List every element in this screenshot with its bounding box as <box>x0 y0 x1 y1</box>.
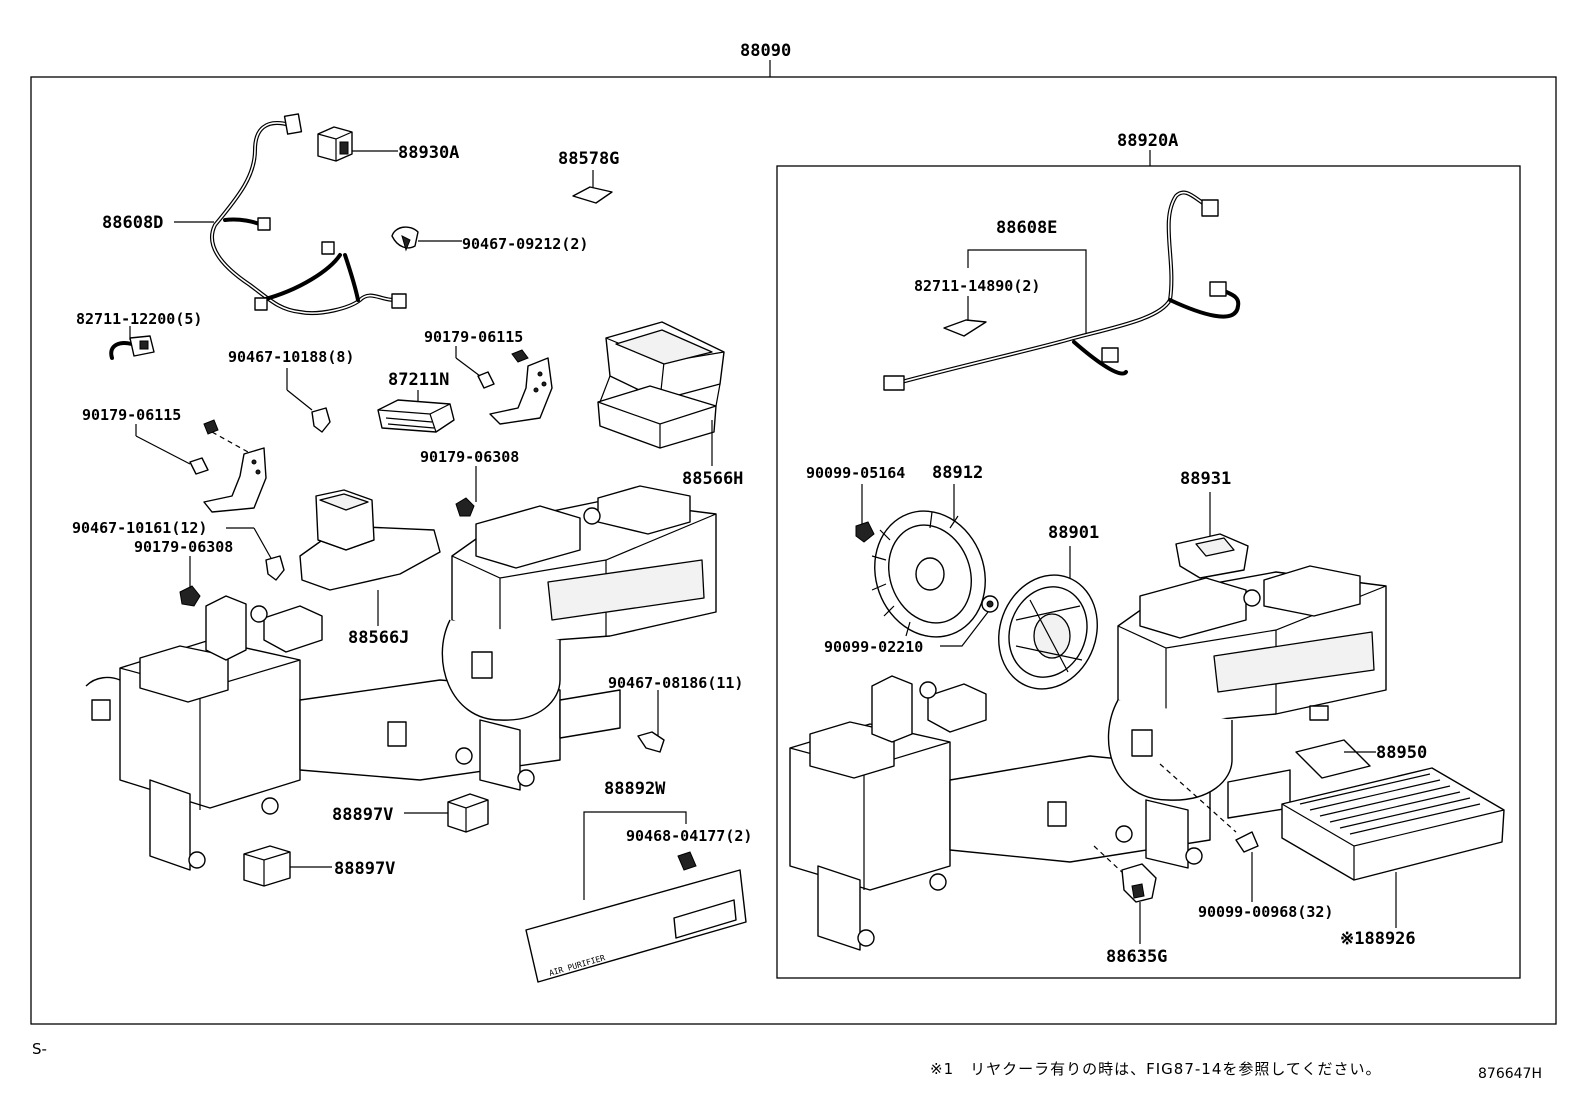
part-88931 <box>1175 533 1249 579</box>
assembly-frame <box>30 76 1557 1025</box>
clip-90467-10188 <box>311 407 331 433</box>
pad-88578G <box>572 186 613 204</box>
page-code: S- <box>32 1040 47 1058</box>
label-88578G: 88578G <box>558 149 619 169</box>
connector-82711-12200 <box>109 335 155 360</box>
nut-90099-05164 <box>855 521 875 543</box>
block-88930A <box>317 126 353 162</box>
nut-90179-06308-lower <box>179 585 201 607</box>
screw-90099-00968 <box>1235 831 1259 853</box>
assembly-label: 88090 <box>740 41 791 61</box>
label-88608D: 88608D <box>102 213 163 233</box>
label-90468-04177: 90468-04177(2) <box>626 827 752 845</box>
label-90467-10161: 90467-10161(12) <box>72 519 207 537</box>
blower-group-frame <box>776 165 1521 979</box>
label-90179-06115-left: 90179-06115 <box>82 406 181 424</box>
label-88608E: 88608E <box>996 218 1057 238</box>
wire-harness-88608D <box>209 113 407 316</box>
footnote: ※1 リヤクーラ有りの時は、FIG87-14を参照してください。 <box>930 1060 1382 1078</box>
label-88566J: 88566J <box>348 628 409 648</box>
wire-harness-88608E <box>883 190 1241 391</box>
label-87211N: 87211N <box>388 370 449 390</box>
filter-87211N <box>377 399 455 433</box>
fan-88912 <box>871 510 986 638</box>
clip-90467-09212 <box>391 226 419 252</box>
duct-88566J <box>299 489 441 591</box>
label-88897V-lower: 88897V <box>334 859 395 879</box>
clip-90467-08186 <box>637 731 665 753</box>
label-90099-05164: 90099-05164 <box>806 464 905 482</box>
nut-90179-06308-upper <box>455 497 475 517</box>
heater-case-left <box>85 485 717 871</box>
clip-90468-04177 <box>677 851 697 871</box>
group-label-88920A: 88920A <box>1117 131 1178 151</box>
block-88897V-lower <box>243 845 291 887</box>
label-90467-08186: 90467-08186(11) <box>608 674 743 692</box>
label-88901: 88901 <box>1048 523 1099 543</box>
label-90467-09212: 90467-09212(2) <box>462 235 588 253</box>
clip-88635G <box>1121 863 1157 903</box>
bracket-upper-left <box>189 419 267 513</box>
clip-90467-10161 <box>265 555 285 581</box>
label-90179-06115-right: 90179-06115 <box>424 328 523 346</box>
panel-88892W: AIR PURIFIER <box>525 869 747 983</box>
label-90179-06308-upper: 90179-06308 <box>420 448 519 466</box>
label-188926: ※188926 <box>1340 929 1416 949</box>
label-88950: 88950 <box>1376 743 1427 763</box>
bracket-upper-right <box>477 349 553 425</box>
filter-188926 <box>1281 767 1505 881</box>
label-90099-02210: 90099-02210 <box>824 638 923 656</box>
heater-case-right <box>789 565 1387 951</box>
label-90099-00968: 90099-00968(32) <box>1198 903 1333 921</box>
label-88931: 88931 <box>1180 469 1231 489</box>
label-88930A: 88930A <box>398 143 459 163</box>
label-plate-88950 <box>1295 739 1371 779</box>
label-82711-14890: 82711-14890(2) <box>914 277 1040 295</box>
blower-motor-88901 <box>998 574 1098 690</box>
block-88897V-upper <box>447 793 489 833</box>
label-88892W: 88892W <box>604 779 666 799</box>
label-90467-10188: 90467-10188(8) <box>228 348 354 366</box>
label-90179-06308-lower: 90179-06308 <box>134 538 233 556</box>
label-88635G: 88635G <box>1106 947 1167 967</box>
figure-number: 876647H <box>1478 1066 1542 1082</box>
label-88897V-upper: 88897V <box>332 805 393 825</box>
label-88566H: 88566H <box>682 469 743 489</box>
label-82711-12200: 82711-12200(5) <box>76 310 202 328</box>
label-88912: 88912 <box>932 463 983 483</box>
duct-88566H <box>597 321 725 449</box>
